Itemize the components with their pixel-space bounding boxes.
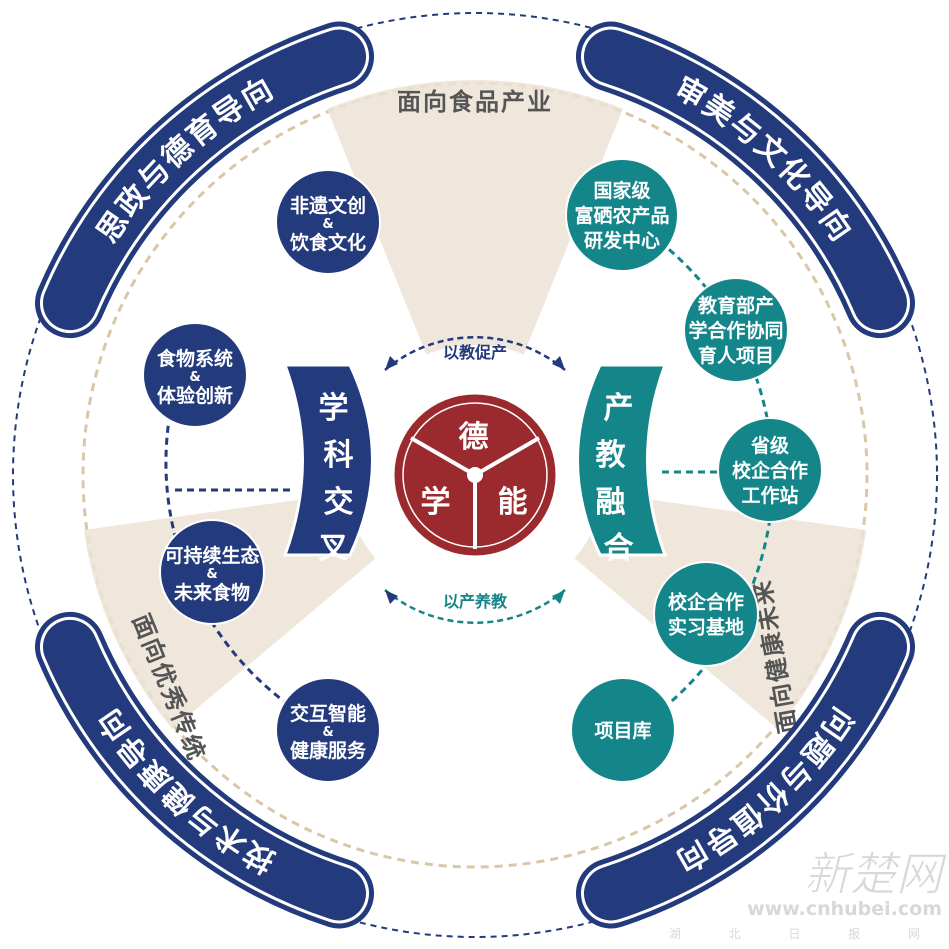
banner-label: 思政与德育导向 [90, 70, 281, 249]
node-line: 非遗文创 [290, 194, 366, 217]
node-line: 教育部产 [698, 294, 774, 317]
banner-text: 思政与德育导向 [90, 70, 278, 249]
right-pillar-text: 产 教 融 合 [596, 391, 637, 566]
node-amp: & [322, 217, 333, 232]
node-line: 实习基地 [668, 616, 744, 639]
pillar-char: 教 [596, 438, 629, 473]
node-line: 研发中心 [584, 229, 660, 252]
pillar-char: 交 [324, 485, 357, 520]
node-line: 校企合作 [732, 459, 808, 482]
discipline-node[interactable]: 食物系统&体验创新 [142, 322, 248, 428]
banner-label: 审美与文化导向 [669, 70, 860, 249]
node-amp: & [189, 370, 200, 385]
arrow-head-bottom-right [552, 590, 565, 604]
pillar-char: 叉 [318, 531, 352, 566]
pillar-char: 合 [604, 531, 637, 566]
center-hub [467, 467, 483, 483]
center-ability: 能 [498, 485, 531, 520]
arrow-label-bottom: 以产养教 [443, 592, 508, 611]
banner-fill [583, 619, 908, 921]
node-line: 饮食文化 [289, 231, 366, 254]
node-line: 国家级 [593, 179, 650, 202]
node-line: 项目库 [594, 719, 651, 742]
watermark: 新楚网 www.cnhubei.com 湖 北 日 报 网 [669, 847, 949, 942]
node-amp: & [322, 725, 333, 740]
node-circle [275, 677, 381, 783]
node-line: 工作站 [741, 484, 798, 507]
pillar-char: 融 [596, 485, 629, 520]
center-divider [473, 436, 541, 477]
node-line: 育人项目 [698, 344, 774, 367]
node-line: 可持续生态 [164, 544, 259, 567]
node-circle [683, 277, 789, 383]
node-circle [275, 169, 381, 275]
watermark-sub: 湖 北 日 报 网 [669, 926, 942, 941]
discipline-node[interactable]: 可持续生态&未来食物 [159, 519, 265, 625]
node-circle [565, 158, 679, 272]
node-circle [717, 417, 823, 523]
discipline-node[interactable]: 非遗文创&饮食文化 [275, 169, 381, 275]
center-learning: 学 [421, 485, 454, 520]
pillar-char: 科 [324, 438, 357, 473]
discipline-node[interactable]: 交互智能&健康服务 [275, 677, 381, 783]
node-line: 校企合作 [668, 591, 744, 614]
node-line: 食物系统 [157, 347, 233, 370]
center-divider [409, 436, 477, 477]
right-pillar-industry-education [576, 363, 668, 557]
outer-dashed-ring [12, 12, 938, 938]
banners: 思政与德育导向审美与文化导向问题与价值导向技术与健康导向 [34, 21, 916, 929]
node-circle [570, 677, 676, 783]
center-virtue: 德 [459, 420, 492, 455]
fan-top [327, 79, 623, 355]
pillar-char: 学 [319, 391, 352, 426]
node-amp: & [206, 567, 217, 582]
arrow-head-right [552, 356, 565, 370]
left-pillar-discipline-cross [282, 363, 374, 557]
node-line: 交互智能 [290, 702, 366, 725]
node-line: 学合作协同 [688, 319, 783, 342]
pillar-char: 产 [604, 391, 637, 426]
node-circle [159, 519, 265, 625]
banner-text: 审美与文化导向 [669, 70, 857, 249]
node-circle [653, 561, 759, 667]
arrow-head-left [385, 356, 398, 370]
node-circle [142, 322, 248, 428]
inner-beige-ring [81, 81, 869, 869]
fan-label-top: 面向食品产业 [397, 88, 553, 116]
arrow-head-bottom-left [385, 590, 398, 604]
arrow-label-top: 以教促产 [443, 343, 507, 362]
node-line: 富硒农产品 [574, 204, 669, 227]
node-line: 体验创新 [157, 384, 233, 407]
banner-fill [42, 619, 367, 921]
watermark-url: www.cnhubei.com [747, 898, 942, 920]
left-pillar-text: 学 科 交 叉 [318, 391, 357, 566]
node-line: 省级 [750, 434, 789, 457]
node-line: 未来食物 [173, 581, 250, 604]
banner-fill [42, 29, 367, 331]
banner-fill [583, 29, 908, 331]
watermark-logo: 新楚网 [804, 847, 948, 901]
node-line: 健康服务 [290, 739, 367, 762]
industry-node[interactable]: 项目库 [570, 677, 676, 783]
right-nodes: 国家级富硒农产品研发中心教育部产学合作协同育人项目省级校企合作工作站校企合作实习… [565, 158, 823, 783]
